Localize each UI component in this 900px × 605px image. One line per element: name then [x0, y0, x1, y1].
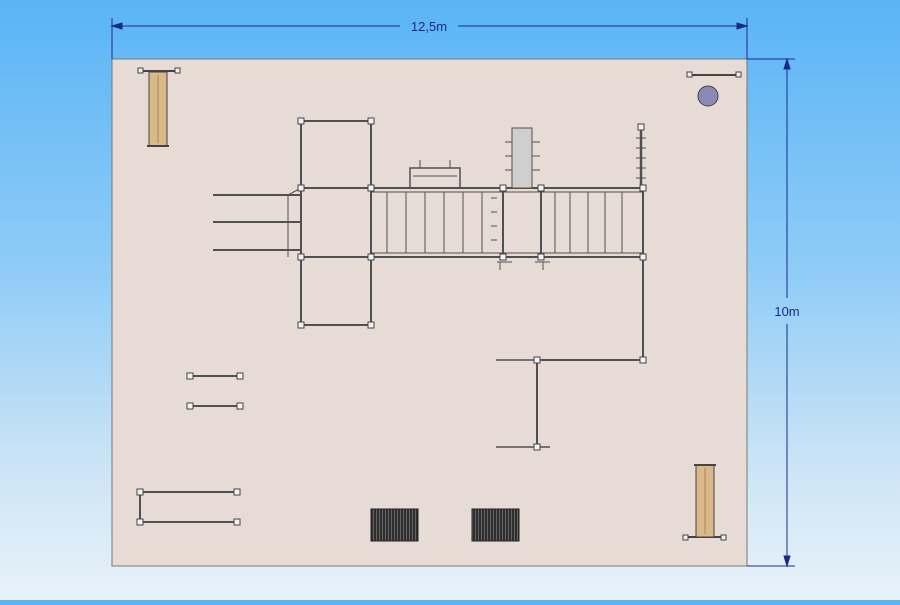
parallel-bars: [139, 491, 240, 523]
parallel-bar-joints: [136, 488, 241, 526]
height-arrow-bottom: [783, 555, 791, 568]
rubber-mat-right: [471, 508, 520, 542]
balance-ball: [686, 71, 742, 107]
climbing-frame: [213, 120, 646, 448]
rubber-mat-left: [370, 508, 419, 542]
height-dimension: [747, 57, 795, 568]
width-label: 12,5m: [411, 19, 447, 34]
climbing-wall: [505, 127, 540, 189]
bench-bottom-right: [682, 464, 727, 541]
width-arrow-left: [110, 22, 123, 30]
pull-up-bar-joints: [186, 372, 244, 410]
width-arrow-right: [736, 22, 749, 30]
rubber-mats: [370, 508, 520, 542]
height-label: 10m: [774, 304, 799, 319]
ground-area: [111, 58, 748, 567]
height-arrow-top: [783, 57, 791, 70]
width-dimension: [110, 18, 749, 59]
frame-joints: [297, 117, 647, 451]
bench-top-left: [137, 67, 181, 147]
pull-up-bars: [190, 375, 243, 407]
